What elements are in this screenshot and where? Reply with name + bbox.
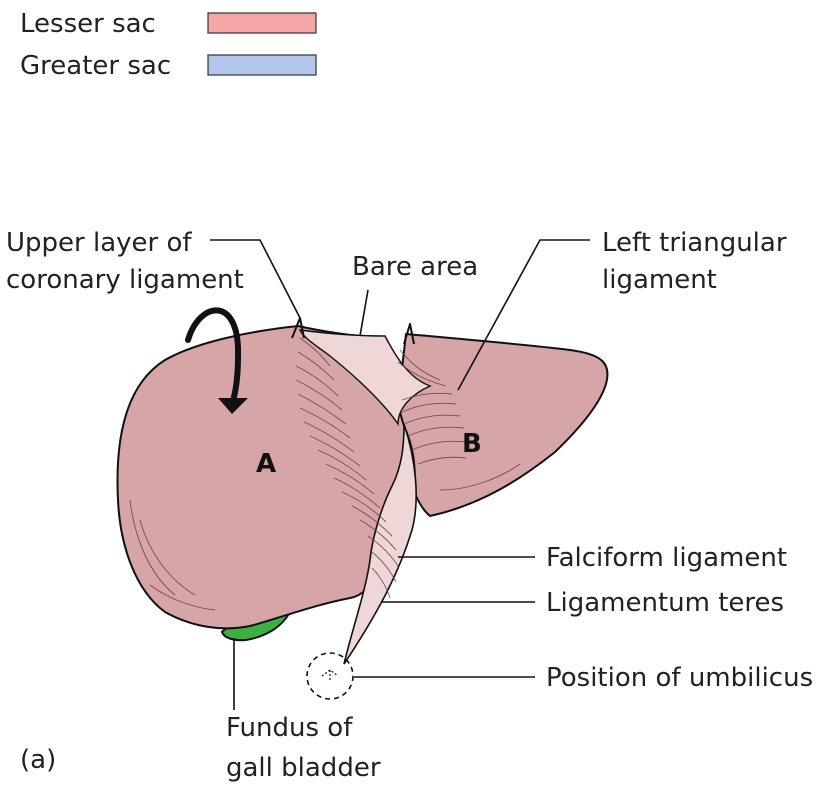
label-upper-coronary-2: coronary ligament [6, 265, 244, 295]
label-gallbladder-2: gall bladder [226, 753, 381, 783]
legend-lesser-sac-swatch [207, 12, 317, 34]
label-falciform: Falciform ligament [546, 543, 787, 573]
umbilicus-mark [321, 669, 339, 682]
legend: Lesser sac Greater sac [20, 9, 317, 81]
bare-area-region [298, 329, 432, 427]
coronary-hatching-a [295, 337, 399, 599]
label-left-triangular-1: Left triangular [602, 228, 787, 258]
legend-greater-sac-label: Greater sac [20, 51, 171, 81]
leader-lines [210, 239, 590, 710]
label-ligamentum-teres: Ligamentum teres [546, 588, 784, 618]
legend-lesser-sac-label: Lesser sac [20, 9, 156, 39]
label-umbilicus: Position of umbilicus [546, 663, 813, 693]
label-lobe-a: A [256, 449, 276, 479]
lobe-a-contours [129, 499, 216, 611]
label-upper-coronary-1: Upper layer of [6, 228, 192, 258]
label-left-triangular-2: ligament [602, 265, 717, 295]
leader-left-triangular [457, 239, 590, 391]
umbilicus-marker [306, 652, 354, 700]
left-triangular-spike [403, 323, 415, 345]
falciform-ligament-shape [343, 423, 417, 665]
curved-arrow [185, 307, 248, 414]
label-panel: (a) [20, 745, 56, 775]
legend-greater-sac-swatch [207, 54, 317, 76]
leader-bare-area [359, 289, 369, 337]
left-lobe-b [397, 333, 609, 517]
label-gallbladder-1: Fundus of [226, 713, 353, 743]
label-lobe-b: B [462, 429, 482, 459]
label-bare-area: Bare area [352, 252, 478, 282]
left-triangular-hatching-b [397, 349, 521, 491]
leader-upper-coronary [210, 239, 301, 319]
